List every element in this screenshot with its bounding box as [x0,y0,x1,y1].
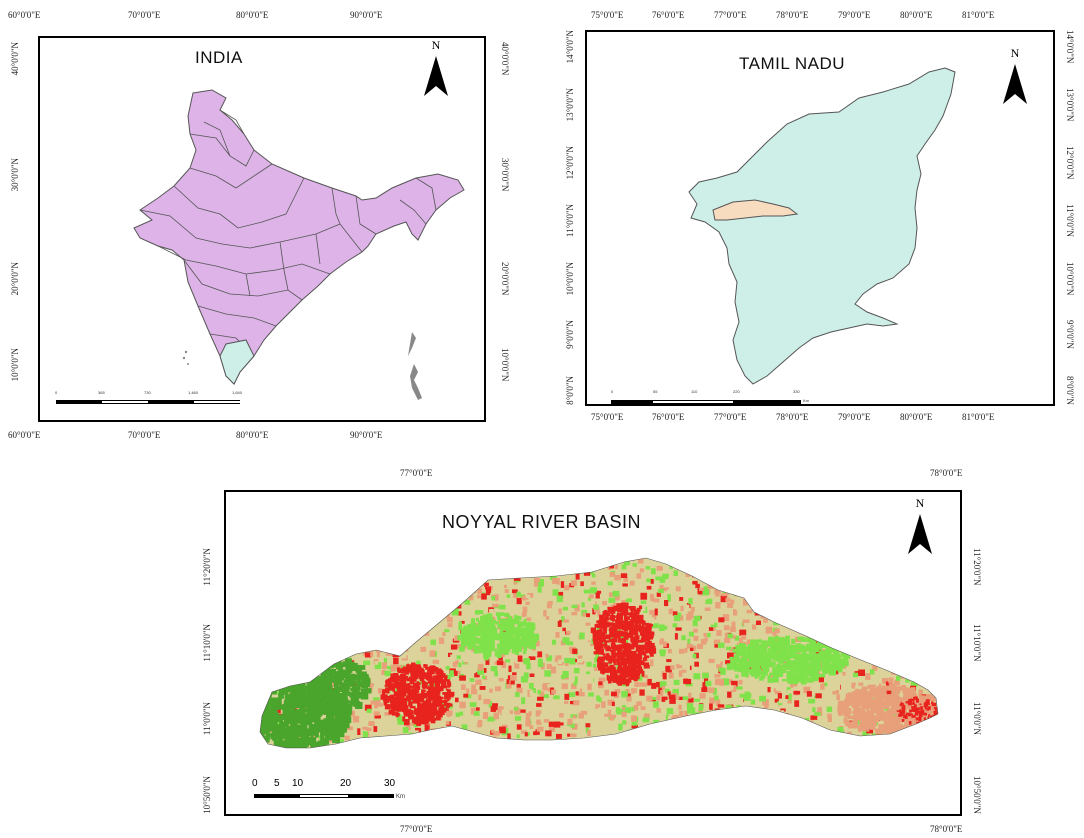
noyyal-left-tick: 11°20'0"N [202,548,212,586]
india-top-tick: 90°0'0"E [350,10,383,20]
scale-tick: 10 [292,778,304,789]
north-label: N [431,38,441,52]
noyyal-top-tick: 77°0'0"E [400,468,433,478]
india-right-tick: 30°0'0"N [500,158,510,192]
noyyal-bottom-tick: 78°0'0"E [930,824,963,834]
scale-tick: 1,460 [188,390,199,395]
tn-right-tick: 9°0'0"N [1065,320,1075,349]
india-top-tick: 60°0'0"E [8,10,41,20]
tn-left-tick: 8°0'0"N [565,376,575,405]
tn-left-tick: 10°0'0"N [565,262,575,296]
india-map-frame: INDIA N [38,36,486,422]
tamil-nadu-map-title: TAMIL NADU [739,54,846,73]
india-top-tick: 70°0'0"E [128,10,161,20]
noyyal-left-tick: 10°50'0"N [202,776,212,814]
tn-right-tick: 8°0'0"N [1065,376,1075,405]
noyyal-right-tick: 11°10'0"N [972,624,982,662]
tn-right-tick: 13°0'0"N [1065,88,1075,122]
scale-tick: 0 [611,389,614,394]
north-arrow-icon: N [902,496,938,560]
tn-bottom-tick: 76°0'0"E [652,412,685,422]
scale-tick: 730 [144,390,151,395]
tamil-nadu-landmass [688,67,956,385]
india-right-tick: 10°0'0"N [500,348,510,382]
tn-left-tick: 14°0'0"N [565,30,575,64]
scale-tick: 0 [252,778,258,789]
tn-top-tick: 77°0'0"E [714,10,747,20]
noyyal-basin-map-frame: NOYYAL RIVER BASIN N 0 5 10 20 30 Km [224,490,962,816]
scale-tick: 55 [653,389,658,394]
noyyal-landuse-svg [254,557,939,798]
tamil-nadu-map-panel: 75°0'0"E 76°0'0"E 77°0'0"E 78°0'0"E 79°0… [555,0,1084,460]
tn-bottom-tick: 75°0'0"E [591,412,624,422]
north-label: N [1010,46,1020,60]
india-map-panel: 60°0'0"E 70°0'0"E 80°0'0"E 90°0'0"E 60°0… [0,0,520,460]
noyyal-right-tick: 11°0'0"N [972,702,982,736]
noyyal-right-tick: 11°20'0"N [972,548,982,586]
tn-right-tick: 11°0'0"N [1065,204,1075,238]
tn-right-tick: 12°0'0"N [1065,146,1075,180]
north-label: N [915,496,925,510]
india-left-tick: 30°0'0"N [10,158,20,192]
tn-left-tick: 9°0'0"N [565,320,575,349]
noyyal-left-tick: 11°10'0"N [202,624,212,662]
india-bottom-tick: 70°0'0"E [128,430,161,440]
noyyal-top-tick: 78°0'0"E [930,468,963,478]
tn-bottom-tick: 78°0'0"E [776,412,809,422]
tn-bottom-tick: 80°0'0"E [900,412,933,422]
india-outline-svg [56,89,465,404]
scale-tick: 5 [274,778,280,789]
tn-top-tick: 81°0'0"E [962,10,995,20]
tamil-nadu-highlight [219,339,255,385]
india-left-tick: 20°0'0"N [10,262,20,296]
india-top-tick: 80°0'0"E [236,10,269,20]
tn-bottom-tick: 81°0'0"E [962,412,995,422]
india-bottom-tick: 80°0'0"E [236,430,269,440]
india-bottom-tick: 60°0'0"E [8,430,41,440]
noyyal-bottom-tick: 77°0'0"E [400,824,433,834]
tamil-nadu-map-frame: TAMIL NADU N 0 55 110 220 330 Km [585,30,1055,406]
india-right-tick: 20°0'0"N [500,262,510,296]
tn-right-tick: 10°0'0"N [1065,262,1075,296]
scale-tick: 0 [55,390,58,395]
scale-tick: 220 [733,389,740,394]
india-left-tick: 10°0'0"N [10,348,20,382]
noyyal-right-tick: 10°50'0"N [972,776,982,814]
noyyal-left-tick: 11°0'0"N [202,702,212,736]
noyyal-basin-highlight [712,199,799,221]
tn-bottom-tick: 79°0'0"E [838,412,871,422]
scale-unit: Km [396,794,405,800]
noyyal-map-title: NOYYAL RIVER BASIN [442,512,642,532]
tn-top-tick: 76°0'0"E [652,10,685,20]
india-left-tick: 40°0'0"N [10,42,20,76]
india-bottom-tick: 90°0'0"E [350,430,383,440]
india-map-title: INDIA [195,48,243,67]
scale-unit: Km [803,398,809,403]
scale-tick: 330 [793,389,800,394]
tamil-nadu-outline-svg [611,67,956,404]
scale-tick: 110 [691,389,698,394]
scale-tick: 1,640 [232,390,243,395]
tn-top-tick: 78°0'0"E [776,10,809,20]
noyyal-basin-map-panel: 77°0'0"E 78°0'0"E 77°0'0"E 78°0'0"E 11°2… [190,460,1020,838]
tn-left-tick: 13°0'0"N [565,88,575,122]
india-landmass [133,89,465,385]
tn-right-tick: 14°0'0"N [1065,30,1075,64]
north-arrow-icon: N [997,46,1033,110]
india-right-tick: 40°0'0"N [500,42,510,76]
tn-left-tick: 11°0'0"N [565,204,575,238]
tn-top-tick: 79°0'0"E [838,10,871,20]
tn-left-tick: 12°0'0"N [565,146,575,180]
north-arrow-icon: N [418,38,454,102]
tn-bottom-tick: 77°0'0"E [714,412,747,422]
scale-tick: 365 [98,390,105,395]
tn-top-tick: 75°0'0"E [591,10,624,20]
scale-tick: 20 [340,778,352,789]
scale-tick: 30 [384,778,396,789]
tn-top-tick: 80°0'0"E [900,10,933,20]
